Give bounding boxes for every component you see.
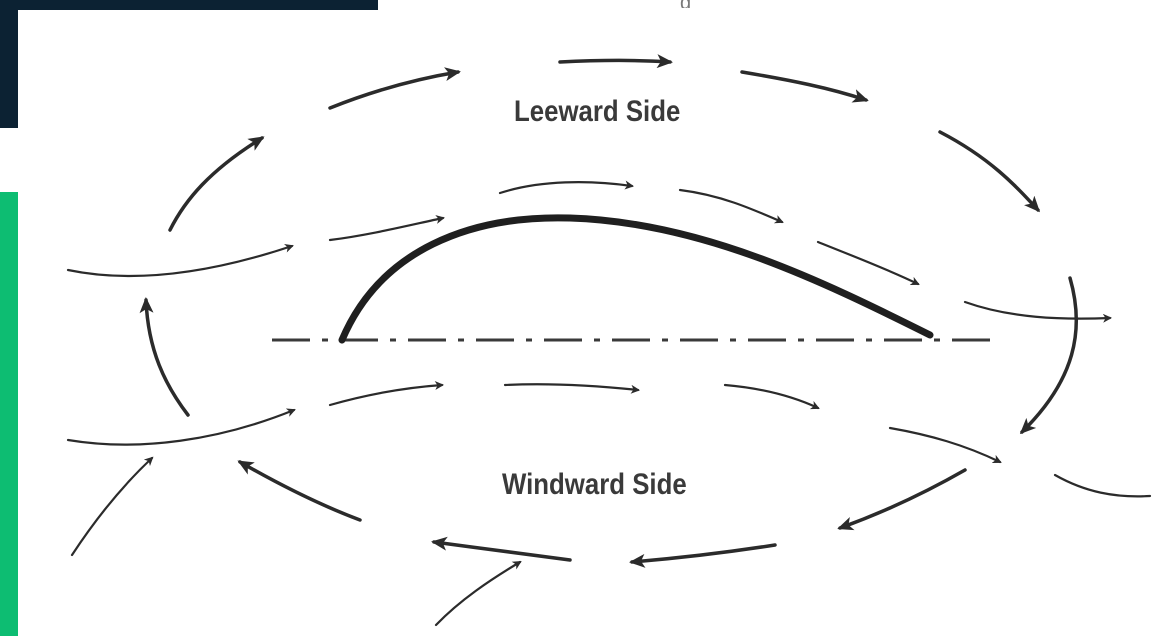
airflow-arrow-icon: [818, 242, 918, 284]
airflow-arrow-icon: [240, 462, 360, 520]
airflow-arrow-icon: [68, 246, 292, 276]
airfoil-camber-line: [342, 218, 930, 340]
accent-bar: [0, 192, 18, 636]
airflow-arrow-icon: [965, 302, 1110, 319]
airflow-arrow-icon: [560, 61, 670, 63]
airflow-arrow-icon: [330, 385, 442, 405]
airflow-arrow-icon: [434, 542, 570, 560]
airflow-arrow-icon: [146, 300, 188, 415]
airflow-arrow-icon: [170, 138, 262, 230]
airflow-arrow-icon: [436, 562, 520, 625]
windward-side-label: Windward Side: [502, 468, 687, 502]
airflow-arrow-icon: [500, 182, 632, 193]
airflow-arrow-icon: [68, 410, 294, 445]
airflow-arrow-icon: [742, 72, 866, 100]
airflow-arrow-icon: [680, 190, 782, 222]
airflow-arrow-icon: [330, 72, 458, 108]
airflow-arrow-icon: [330, 218, 443, 240]
airflow-arrow-icon: [632, 545, 775, 562]
leeward-side-label: Leeward Side: [514, 95, 680, 129]
airflow-arrow-icon: [725, 385, 818, 408]
airflow-arrow-icon: [505, 384, 638, 390]
airflow-arrow-icon: [72, 458, 152, 555]
airflow-arrow-icon: [840, 470, 965, 528]
airflow-arrow-icon: [1022, 278, 1076, 432]
airflow-arrow-icon: [940, 132, 1038, 210]
airflow-arrow-icon: [890, 428, 1000, 462]
airflow-arrow-icon: [1055, 475, 1150, 496]
